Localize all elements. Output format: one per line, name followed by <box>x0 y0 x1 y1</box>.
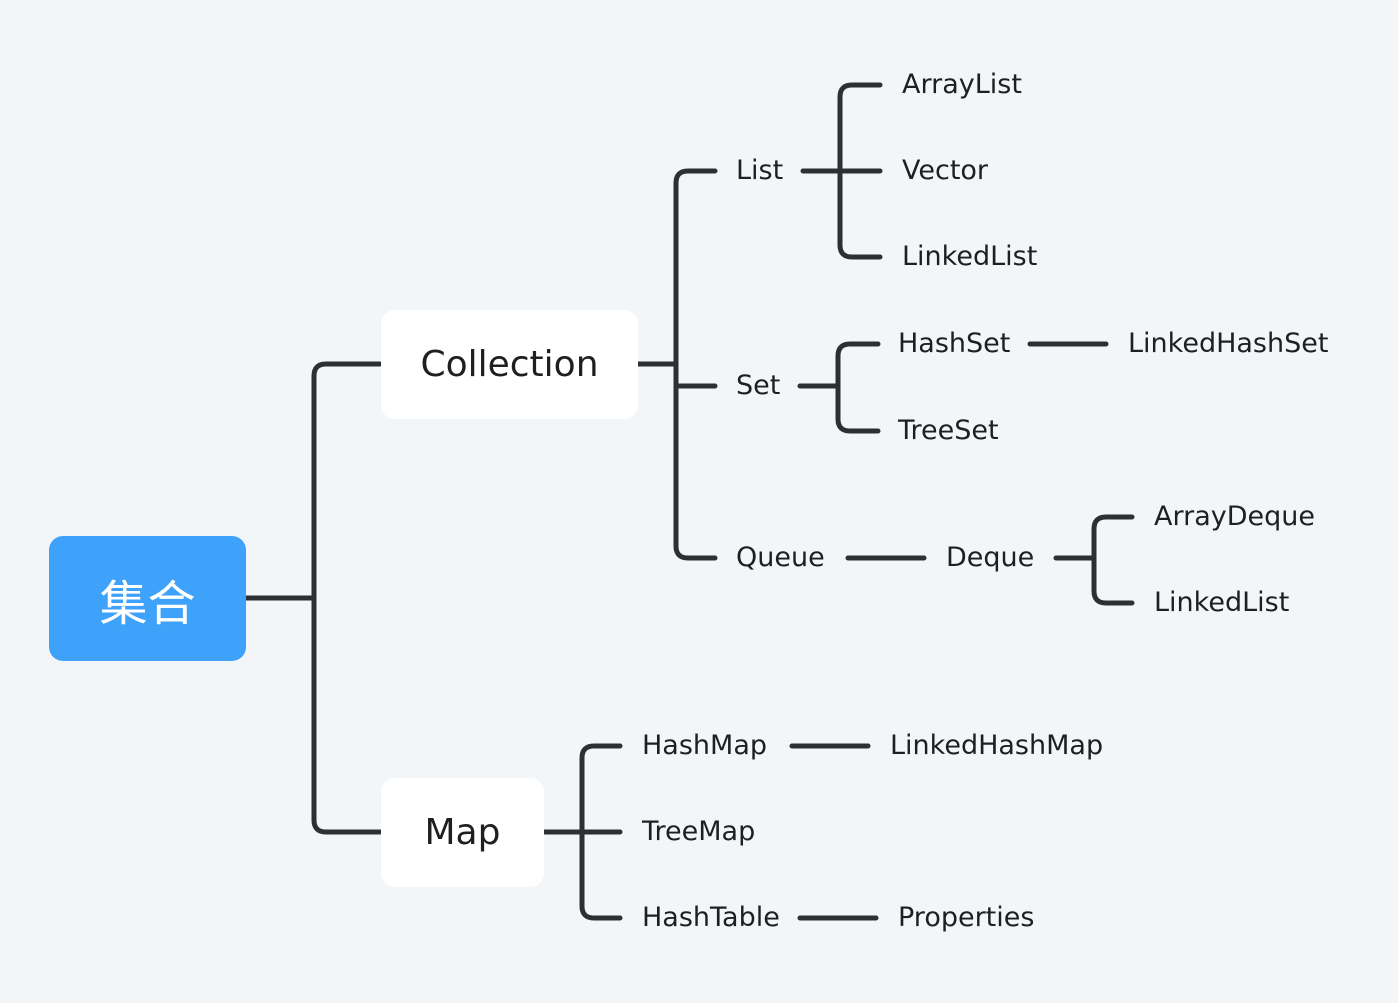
node-linkedhashset[interactable]: LinkedHashSet <box>1128 328 1329 359</box>
node-linkedlist-deque[interactable]: LinkedList <box>1154 587 1290 618</box>
root-node-collections[interactable]: 集合 <box>49 536 246 661</box>
node-arraydeque[interactable]: ArrayDeque <box>1154 501 1315 532</box>
subtopic-queue[interactable]: Queue <box>736 542 825 573</box>
node-hashmap[interactable]: HashMap <box>642 730 768 761</box>
node-properties[interactable]: Properties <box>898 902 1035 933</box>
node-linkedlist[interactable]: LinkedList <box>902 241 1038 272</box>
node-arraylist[interactable]: ArrayList <box>902 69 1022 100</box>
topic-map[interactable]: Map <box>381 778 544 887</box>
node-hashtable[interactable]: HashTable <box>642 902 780 933</box>
topic-collection[interactable]: Collection <box>381 310 638 419</box>
node-treeset[interactable]: TreeSet <box>898 415 999 446</box>
node-deque[interactable]: Deque <box>946 542 1035 573</box>
node-linkedhashmap[interactable]: LinkedHashMap <box>890 730 1104 761</box>
node-vector[interactable]: Vector <box>902 155 989 186</box>
subtopic-list[interactable]: List <box>736 155 784 186</box>
subtopic-set[interactable]: Set <box>736 370 781 401</box>
node-treemap[interactable]: TreeMap <box>642 816 756 847</box>
node-hashset[interactable]: HashSet <box>898 328 1011 359</box>
